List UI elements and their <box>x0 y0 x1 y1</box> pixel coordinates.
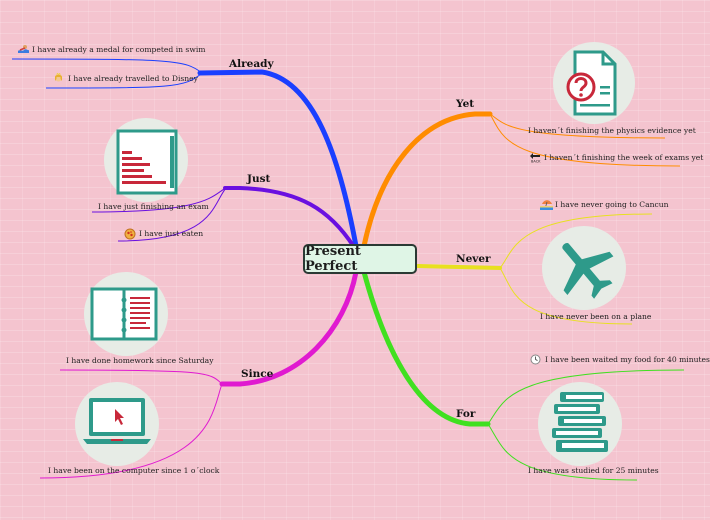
for-leaf-line-2 <box>487 423 638 481</box>
books-icon <box>538 382 622 466</box>
just-leaf-1-text: I have just finishing an exam <box>98 202 209 211</box>
since-branch-line <box>219 269 359 387</box>
just-leaf-line-1 <box>91 187 227 213</box>
yet-branch-line <box>361 111 493 249</box>
clock-icon <box>530 354 541 365</box>
branch-since[interactable]: Since <box>241 368 274 380</box>
never-leaf-2[interactable]: I have never been on a plane <box>540 312 651 321</box>
laptop-icon <box>75 382 159 466</box>
pizza-icon <box>124 228 136 240</box>
svg-text:BACK: BACK <box>531 160 541 164</box>
already-leaf-1-text: I have already a medal for competed in s… <box>32 45 206 54</box>
back-arrow-icon: BACK <box>529 152 541 164</box>
just-leaf-1[interactable]: I have just finishing an exam <box>98 202 209 211</box>
yet-leaf-line-1 <box>489 113 666 139</box>
branch-yet[interactable]: Yet <box>456 98 475 110</box>
already-leaf-2-text: I have already travelled to Disney <box>68 74 198 83</box>
yet-leaf-1[interactable]: I haven´t finishing the physics evidence… <box>528 126 696 135</box>
already-leaf-line-2 <box>45 72 203 89</box>
never-leaf-line-1 <box>499 213 653 269</box>
since-leaf-line-1 <box>59 369 223 385</box>
just-leaf-2-text: I have just eaten <box>139 229 204 238</box>
swimmer-icon <box>17 44 29 55</box>
never-leaf-line-2 <box>499 267 633 325</box>
princess-icon <box>53 72 64 84</box>
for-leaf-line-1 <box>487 369 685 425</box>
airplane-icon <box>542 226 626 310</box>
since-leaf-2-text: I have been on the computer since 1 o´cl… <box>48 466 220 475</box>
since-leaf-1-text: I have done homework since Saturday <box>66 356 214 365</box>
already-leaf-2[interactable]: I have already travelled to Disney <box>53 72 198 84</box>
just-leaf-2[interactable]: I have just eaten <box>124 228 204 240</box>
yet-leaf-2[interactable]: BACK I haven´t finishing the week of exa… <box>529 152 704 164</box>
since-leaf-2[interactable]: I have been on the computer since 1 o´cl… <box>48 466 219 475</box>
never-leaf-2-text: I have never been on a plane <box>540 312 652 321</box>
never-leaf-1[interactable]: I have never going to Cancun <box>540 199 669 210</box>
branch-for[interactable]: For <box>456 408 476 420</box>
never-leaf-1-text: I have never going to Cancun <box>555 200 669 209</box>
for-branch-line <box>361 269 491 427</box>
beach-icon <box>540 199 553 210</box>
since-leaf-line-2 <box>39 383 223 479</box>
for-leaf-1-text: I have been waited my food for 40 minute… <box>545 355 710 364</box>
branch-never[interactable]: Never <box>456 253 491 265</box>
yet-leaf-line-2 <box>489 113 681 167</box>
just-leaf-line-2 <box>117 187 227 242</box>
document-icon <box>104 118 188 202</box>
already-branch-line <box>197 69 359 249</box>
notebook-icon <box>84 272 168 356</box>
for-leaf-2[interactable]: I have was studied for 25 minutes <box>528 466 659 475</box>
since-leaf-1[interactable]: I have done homework since Saturday <box>66 356 214 365</box>
for-leaf-2-text: I have was studied for 25 minutes <box>528 466 659 475</box>
just-branch-line <box>223 186 356 249</box>
yet-leaf-1-text: I haven´t finishing the physics evidence… <box>528 126 696 135</box>
already-leaf-1[interactable]: I have already a medal for competed in s… <box>17 44 205 55</box>
yet-leaf-2-text: I haven´t finishing the week of exams ye… <box>544 153 704 162</box>
already-leaf-line-1 <box>11 58 203 74</box>
question-document-icon <box>553 42 635 124</box>
for-leaf-1[interactable]: I have been waited my food for 40 minute… <box>530 354 710 365</box>
never-branch-line <box>416 264 502 270</box>
branch-just[interactable]: Just <box>247 173 271 185</box>
central-topic[interactable]: Present Perfect <box>303 244 417 274</box>
branch-already[interactable]: Already <box>229 58 274 70</box>
